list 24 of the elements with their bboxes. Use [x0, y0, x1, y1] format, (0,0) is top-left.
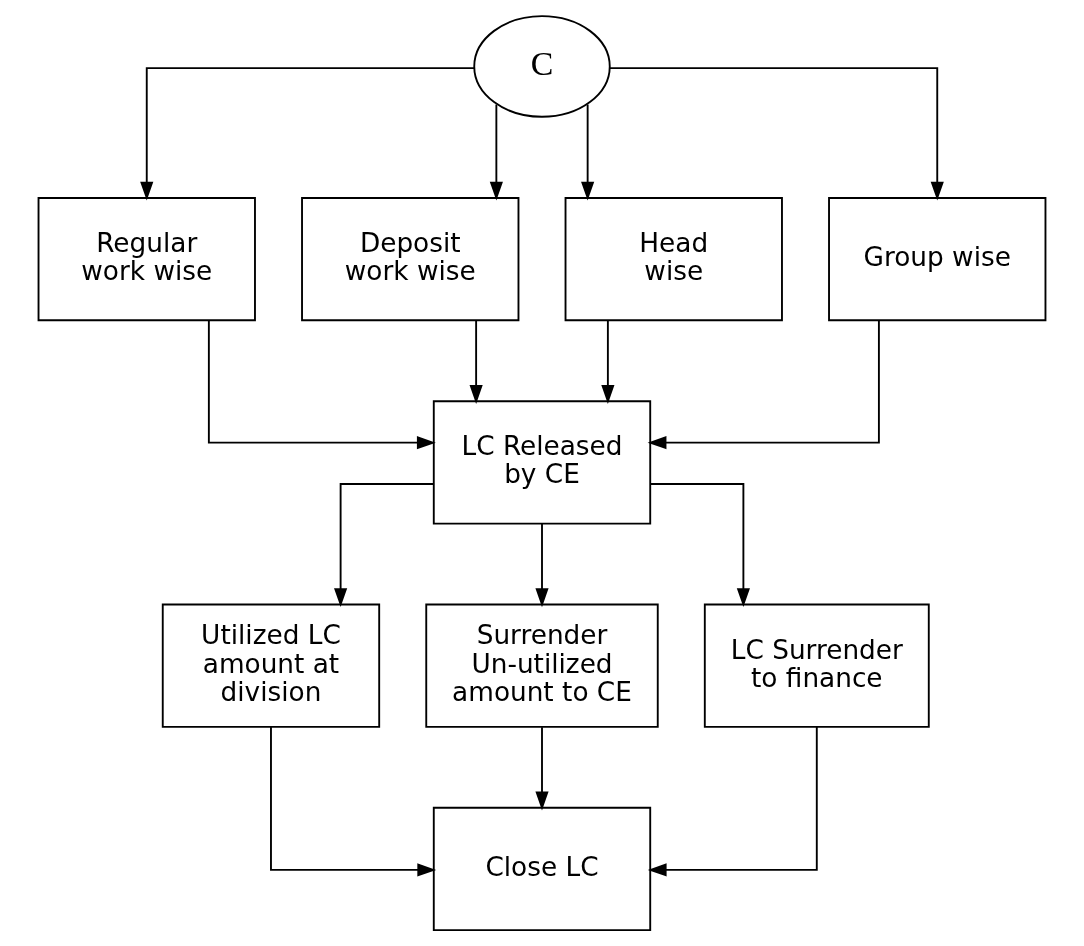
- arrow: [535, 726, 549, 811]
- node-ellipse: C: [473, 15, 611, 118]
- arrow: [647, 726, 818, 877]
- arrow: [469, 319, 483, 404]
- node-box: Group wise: [828, 197, 1047, 322]
- arrow: [647, 319, 880, 450]
- arrow: [535, 523, 549, 608]
- node-box: Utilized LC amount at division: [161, 603, 381, 728]
- arrow: [581, 103, 595, 201]
- node-box: Regular work wise: [37, 197, 256, 322]
- arrow: [649, 483, 750, 608]
- node-box: Close LC: [432, 806, 652, 932]
- arrow: [207, 319, 436, 450]
- node-box: Surrender Un-utilized amount to CE: [425, 603, 659, 728]
- arrow: [140, 67, 475, 201]
- arrow: [489, 103, 503, 201]
- arrow: [334, 483, 435, 608]
- node-box: LC Released by CE: [432, 400, 652, 525]
- node-box: Head wise: [564, 197, 783, 322]
- arrow: [270, 726, 437, 877]
- node-box: Deposit work wise: [301, 197, 520, 322]
- arrow: [609, 67, 944, 201]
- arrow: [601, 319, 615, 404]
- node-box: LC Surrender to finance: [703, 603, 930, 728]
